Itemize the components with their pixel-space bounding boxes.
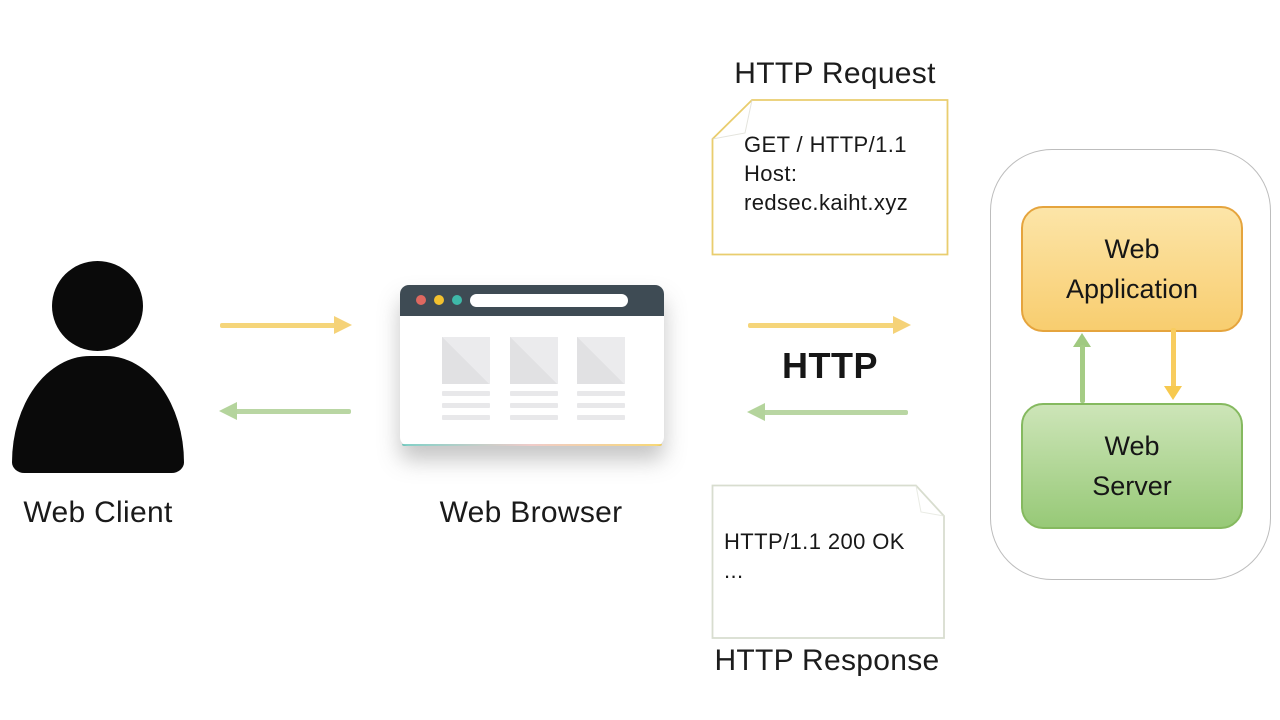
arrow-shaft bbox=[763, 410, 908, 415]
text-line-placeholder bbox=[510, 415, 558, 420]
arrow-shaft bbox=[748, 323, 895, 328]
arrow-head-icon bbox=[747, 403, 765, 421]
response-line: HTTP/1.1 200 OK bbox=[724, 529, 905, 554]
text-line-placeholder bbox=[510, 391, 558, 396]
browser-window-icon bbox=[400, 285, 664, 446]
text-line-placeholder bbox=[510, 403, 558, 408]
person-icon-body bbox=[12, 356, 184, 473]
web-application-label-line: Application bbox=[1065, 274, 1199, 304]
request-line: Host: bbox=[744, 161, 798, 186]
web-browser-label: Web Browser bbox=[439, 496, 623, 529]
text-line-placeholder bbox=[442, 391, 490, 396]
http-protocol-label: HTTP bbox=[782, 345, 878, 386]
web-application-label-line: Web bbox=[1104, 234, 1160, 264]
thumbnail-placeholder bbox=[577, 337, 625, 384]
folded-note-icon bbox=[711, 484, 945, 639]
server-to-browser-arrow bbox=[747, 403, 908, 421]
http-response-title: HTTP Response bbox=[714, 644, 940, 677]
browser-titlebar bbox=[400, 285, 664, 316]
server-to-application-arrow bbox=[1073, 333, 1091, 403]
browser-content-column bbox=[577, 337, 625, 420]
arrow-shaft bbox=[1079, 345, 1085, 403]
response-line: ... bbox=[724, 558, 744, 583]
browser-content-column bbox=[442, 337, 490, 420]
browser-to-server-arrow bbox=[748, 316, 911, 334]
browser-content-column bbox=[510, 337, 558, 420]
web-server-label-line: Server bbox=[1092, 471, 1172, 501]
web-server-label-line: Web bbox=[1104, 431, 1160, 461]
client-to-browser-arrow bbox=[220, 316, 352, 334]
arrow-shaft bbox=[235, 409, 351, 414]
web-application-box: Web Application bbox=[1021, 206, 1243, 332]
thumbnail-placeholder bbox=[442, 337, 490, 384]
browser-to-client-arrow bbox=[219, 402, 351, 420]
arrow-shaft bbox=[220, 323, 336, 328]
http-request-body: GET / HTTP/1.1 Host: redsec.kaiht.xyz bbox=[744, 130, 908, 217]
arrow-head-icon bbox=[334, 316, 352, 334]
request-line: redsec.kaiht.xyz bbox=[744, 190, 909, 215]
folded-note-icon bbox=[711, 99, 949, 256]
text-line-placeholder bbox=[577, 403, 625, 408]
text-line-placeholder bbox=[442, 403, 490, 408]
arrow-head-icon bbox=[219, 402, 237, 420]
yellow-dot-icon bbox=[434, 295, 444, 305]
thumbnail-placeholder bbox=[510, 337, 558, 384]
red-dot-icon bbox=[416, 295, 426, 305]
teal-dot-icon bbox=[452, 295, 462, 305]
arrow-shaft bbox=[1170, 328, 1176, 388]
text-line-placeholder bbox=[577, 415, 625, 420]
arrow-head-icon bbox=[893, 316, 911, 334]
text-line-placeholder bbox=[577, 391, 625, 396]
person-icon bbox=[52, 261, 143, 351]
url-bar bbox=[470, 294, 628, 307]
http-request-title: HTTP Request bbox=[734, 57, 936, 90]
web-server-box: Web Server bbox=[1021, 403, 1243, 529]
application-to-server-arrow bbox=[1164, 328, 1182, 400]
arrow-head-icon bbox=[1164, 386, 1182, 400]
web-client-label: Web Client bbox=[23, 496, 173, 529]
arrow-head-icon bbox=[1073, 333, 1091, 347]
http-response-body: HTTP/1.1 200 OK ... bbox=[724, 527, 905, 585]
text-line-placeholder bbox=[442, 415, 490, 420]
request-line: GET / HTTP/1.1 bbox=[744, 132, 907, 157]
